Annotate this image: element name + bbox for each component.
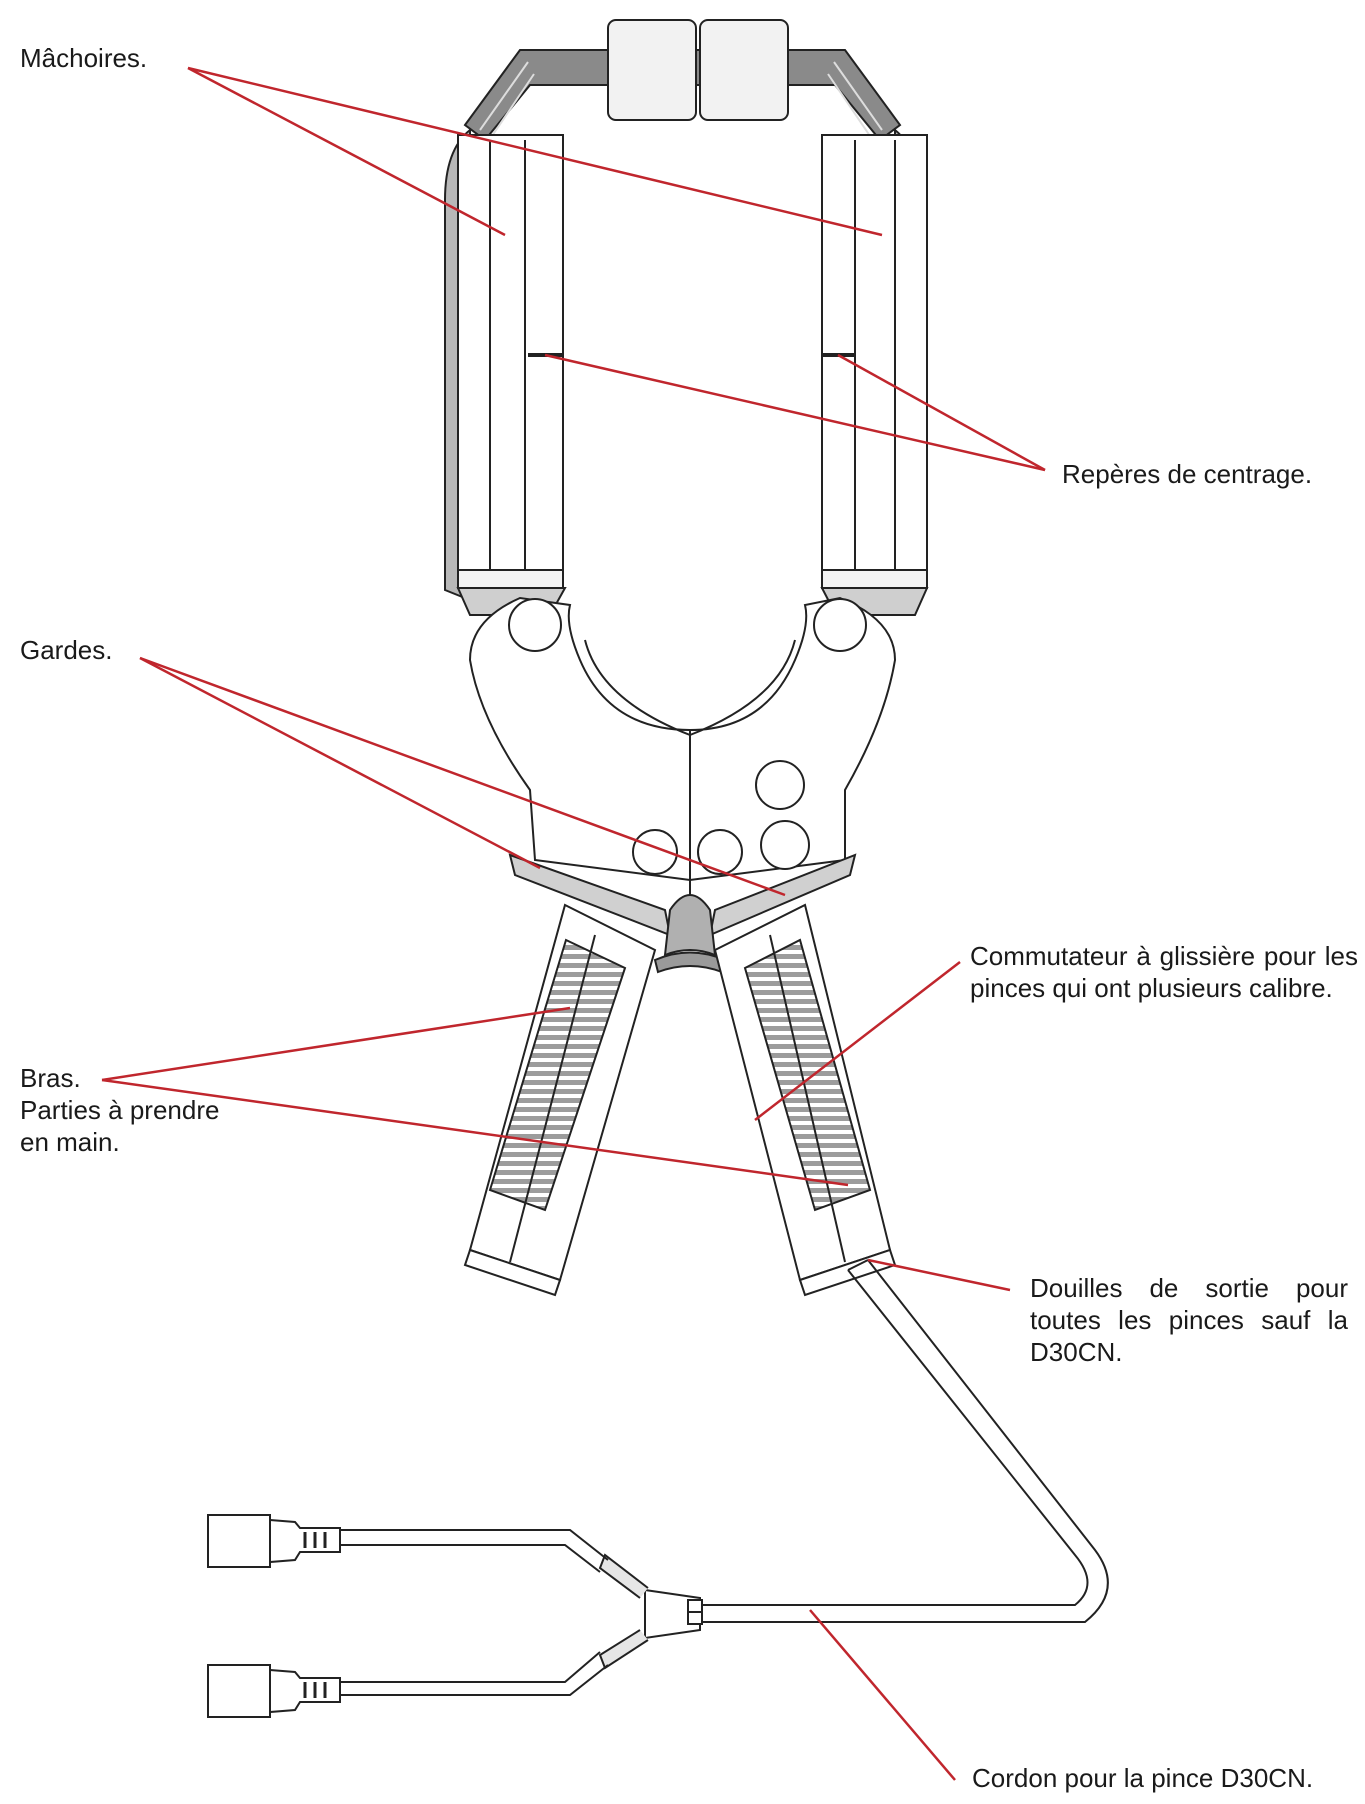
label-output-sockets: Douilles de sortie pour toutes les pince… [1030,1273,1348,1367]
plug-connector-lower [207,1664,341,1718]
label-slide-switch: Commutateur à glissière pour les pinces … [970,941,1358,1003]
label-jaws: Mâchoires. [20,43,148,73]
leader-lines [101,66,1046,1781]
leader-arms-left [101,1006,571,1082]
label-cord: Cordon pour la pince D30CN. [972,1763,1314,1793]
label-arms-line-1: Bras. [20,1063,81,1093]
right-arm [713,903,897,1297]
leader-jaws-left [187,66,506,237]
cable-splitter [598,1553,703,1670]
leader-arms-right [101,1078,849,1187]
jaw-top-block [607,19,789,121]
leader-centering-left [544,353,1046,472]
label-guards: Gardes. [20,635,113,665]
label-centering-marks: Repères de centrage. [1062,459,1313,489]
clamp-body [468,596,897,900]
leader-centering-right [837,353,1046,472]
guards [508,853,857,974]
left-jaw [444,127,564,602]
plug-connector-upper [207,1514,341,1568]
right-jaw [821,127,928,602]
left-arm [463,903,657,1297]
leader-guards-right [139,656,786,897]
leader-cord [809,1609,956,1781]
split-leads [340,1529,609,1696]
leader-guards-left [139,656,541,870]
leader-jaws-right [187,66,883,237]
leader-slide-switch [754,961,961,1121]
label-arms-line-2: Parties à prendre [20,1095,220,1125]
label-arms: Bras. Parties à prendre en main. [20,1062,219,1158]
label-arms-line-3: en main. [20,1127,120,1157]
leader-output-sockets [867,1258,1011,1292]
output-cable [700,1259,1109,1623]
